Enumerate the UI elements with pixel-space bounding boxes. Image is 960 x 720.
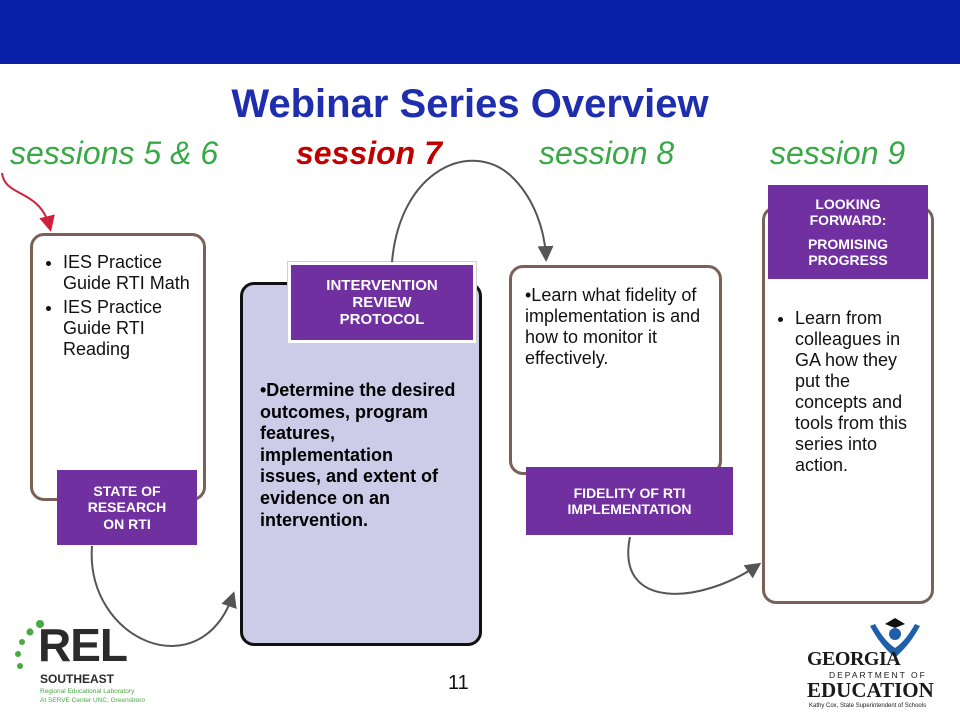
slide-title: Webinar Series Overview xyxy=(231,82,709,126)
tag-state-of-research: STATE OF RESEARCH ON RTI xyxy=(57,470,197,545)
dots-icon xyxy=(15,620,44,669)
session-label-8: session 8 xyxy=(539,135,675,171)
tag-intervention-review: INTERVENTION REVIEW PROTOCOL xyxy=(288,262,476,343)
education-word: EDUCATION xyxy=(807,678,934,702)
page-number: 11 xyxy=(448,672,469,694)
georgia-doe-logo: GEORGIA DEPARTMENT OF EDUCATION Kathy Co… xyxy=(805,614,945,714)
tag-line: REVIEW xyxy=(352,293,412,311)
tag-line: INTERVENTION xyxy=(326,276,438,294)
arrow-state-to-intervention xyxy=(90,545,237,647)
tag-line: ON RTI xyxy=(103,515,151,532)
arrow-fidelity-to-looking xyxy=(627,536,762,595)
tag-line: PROTOCOL xyxy=(339,311,425,329)
tag-looking-forward: LOOKING FORWARD: PROMISING PROGRESS xyxy=(768,185,928,279)
session-label-5-6: sessions 5 & 6 xyxy=(10,135,219,171)
top-banner xyxy=(0,0,960,64)
rel-subtitle: SOUTHEAST xyxy=(40,672,115,686)
tag-line: STATE OF xyxy=(93,483,161,500)
list-item: IES Practice Guide RTI Math xyxy=(63,252,197,293)
intervention-description: •Determine the desired outcomes, program… xyxy=(260,380,456,530)
rel-southeast-logo: REL SOUTHEAST Regional Educational Labor… xyxy=(12,618,145,716)
fidelity-description: •Learn what fidelity of implementation i… xyxy=(525,285,701,369)
department-of-text: DEPARTMENT OF xyxy=(829,670,927,680)
list-item: IES Practice Guide RTI Reading xyxy=(63,297,197,359)
rel-tagline-1: Regional Educational Laboratory xyxy=(40,688,135,695)
red-start-arrow xyxy=(1,172,55,232)
looking-forward-list: Learn from colleagues in GA how they put… xyxy=(765,308,931,476)
tag-line: IMPLEMENTATION xyxy=(567,501,692,517)
graduate-figure-icon xyxy=(870,618,920,656)
tag-line: PROMISING xyxy=(807,236,889,252)
tag-line: FIDELITY OF RTI xyxy=(573,484,686,501)
session-label-7: session 7 xyxy=(296,135,442,171)
card-fidelity xyxy=(509,265,722,475)
state-research-list: IES Practice Guide RTI Math IES Practice… xyxy=(33,252,203,359)
tag-line: LOOKING xyxy=(815,195,881,212)
georgia-word: GEORGIA xyxy=(807,648,901,670)
arrow-intervention-to-fidelity xyxy=(391,159,554,263)
tag-line: PROGRESS xyxy=(808,252,888,269)
session-label-9: session 9 xyxy=(770,135,906,171)
rel-wordmark: REL xyxy=(38,619,128,671)
tag-line: RESEARCH xyxy=(87,499,167,516)
list-item: Learn from colleagues in GA how they put… xyxy=(795,308,911,476)
tag-fidelity: FIDELITY OF RTI IMPLEMENTATION xyxy=(526,467,733,535)
tag-line: FORWARD: xyxy=(809,211,887,228)
rel-tagline-2: At SERVE Center UNC, Greensboro xyxy=(40,697,146,704)
superintendent-text: Kathy Cox, State Superintendent of Schoo… xyxy=(809,703,927,709)
